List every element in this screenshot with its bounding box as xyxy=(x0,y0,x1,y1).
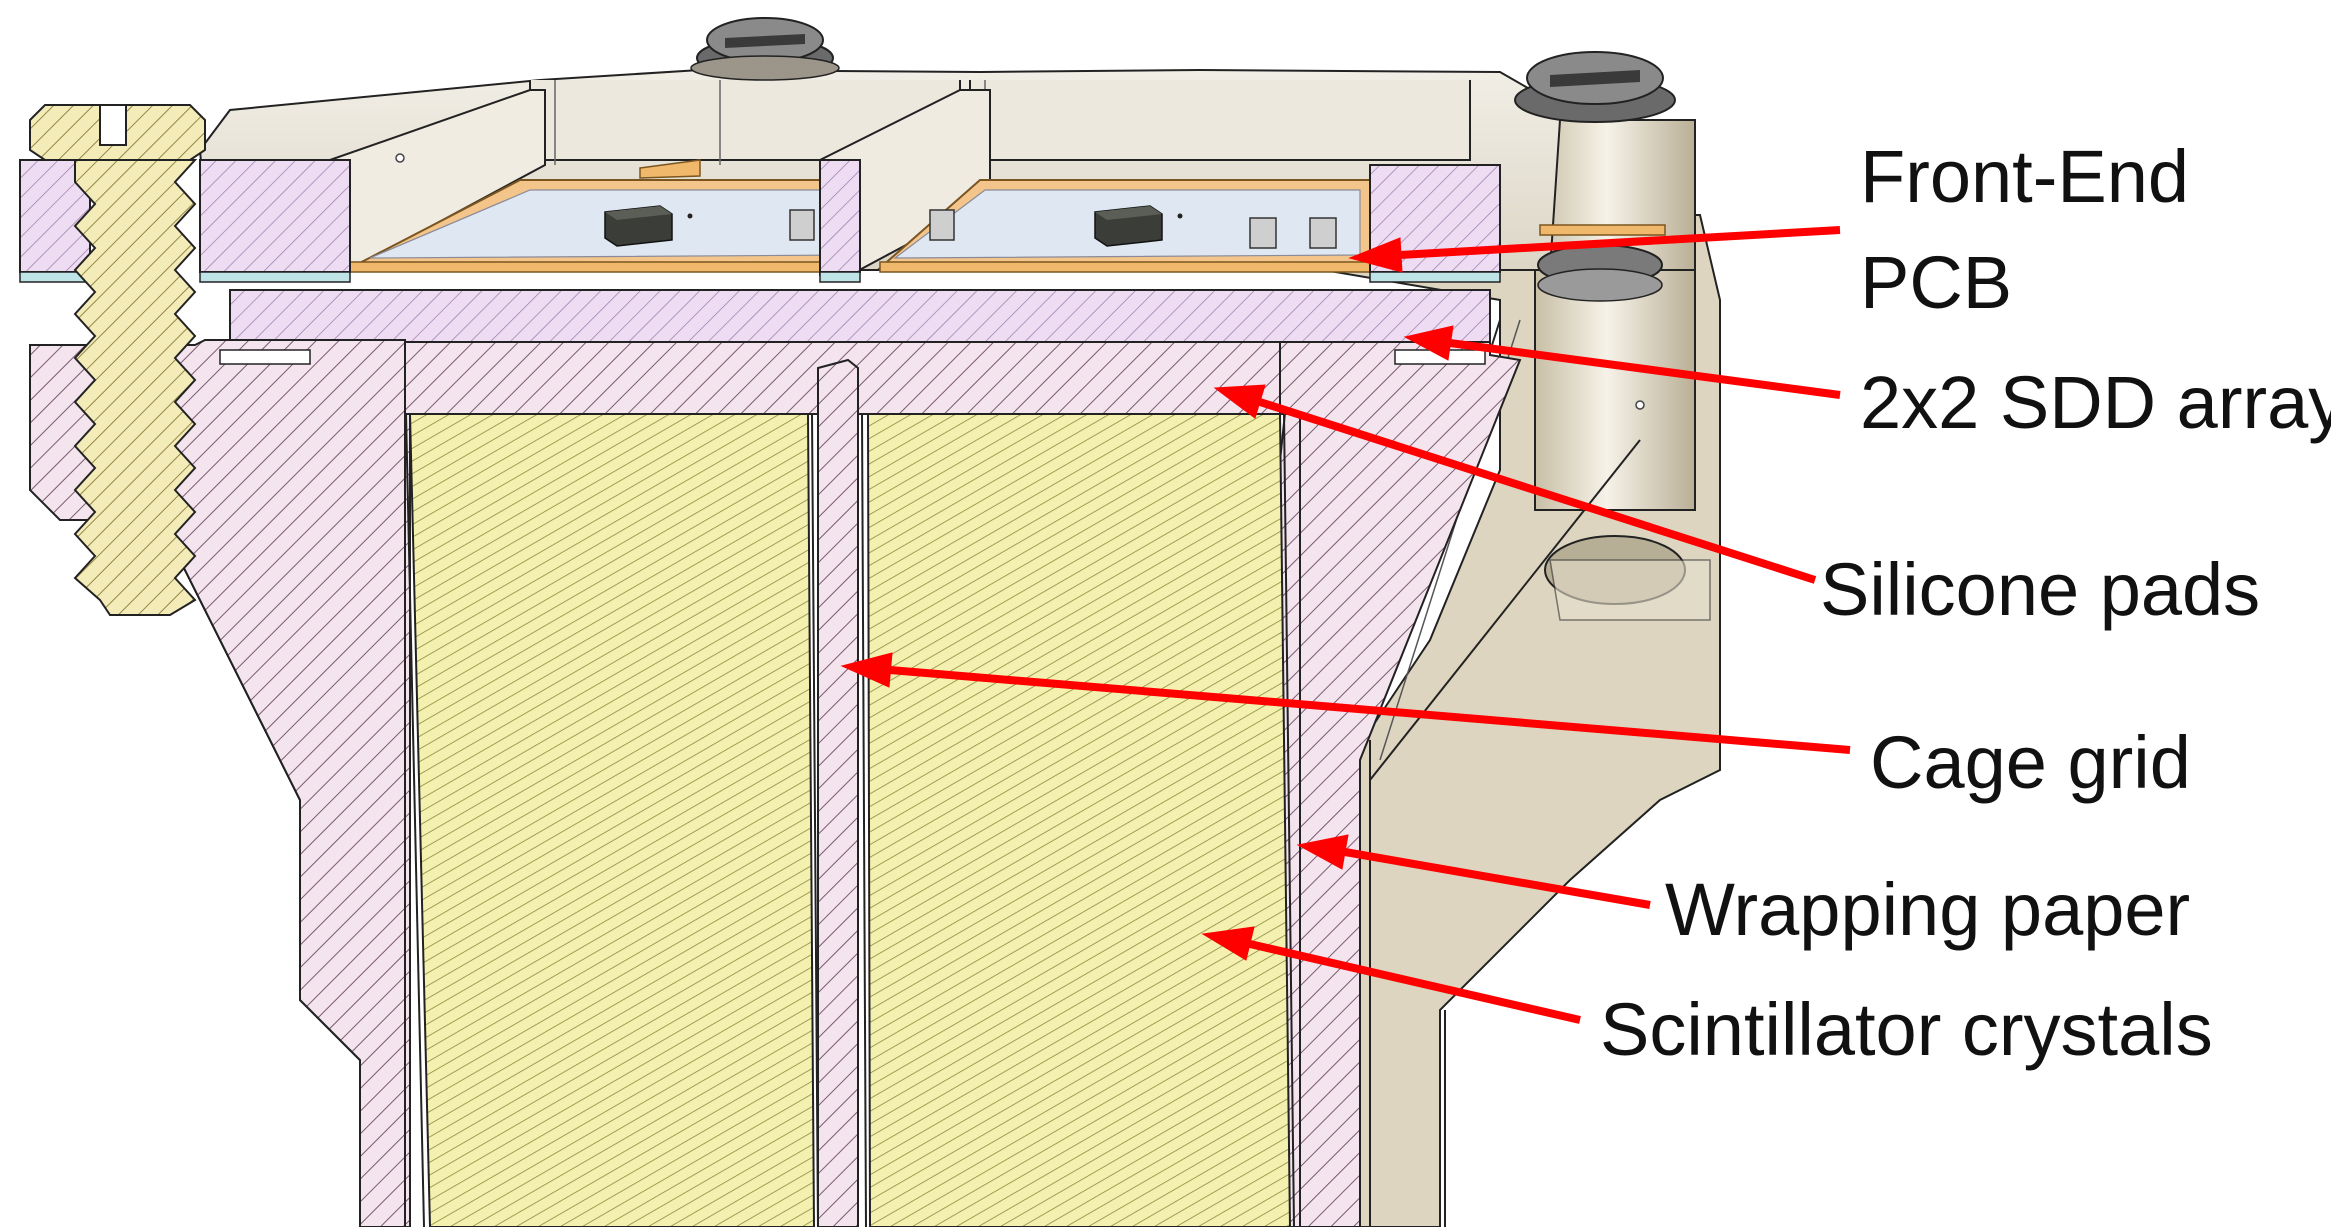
arrow-front-end-pcb xyxy=(1348,226,1841,273)
chip-icon xyxy=(1094,205,1183,247)
label-front-end-pcb-line1: Front-End xyxy=(1860,135,2189,218)
capacitor-icon xyxy=(789,209,1337,249)
arrow-wrapping-paper xyxy=(1296,834,1651,909)
arrow-sdd-array xyxy=(1403,325,1841,399)
scintillator-crystals xyxy=(405,413,1295,1227)
housing-section xyxy=(29,339,1522,1227)
arrow-silicone-pads xyxy=(1213,384,1817,584)
labels: Front-End PCB 2x2 SDD array Silicone pad… xyxy=(1600,135,2331,1071)
pan-head-screw-icon xyxy=(1514,51,1676,410)
hex-screw-icon xyxy=(29,104,206,616)
label-front-end-pcb-line2: PCB xyxy=(1860,241,2012,324)
cage-grid xyxy=(817,358,859,1227)
annotation-arrows xyxy=(840,226,1851,1024)
chip-icon xyxy=(604,205,693,247)
label-sdd-array: 2x2 SDD array xyxy=(1860,361,2331,444)
arrow-scintillator-crystals xyxy=(1201,926,1581,1024)
front-end-pcb xyxy=(349,159,1371,273)
arrow-cage-grid xyxy=(840,652,1851,754)
pan-head-screw-icon xyxy=(690,17,840,81)
label-silicone-pads: Silicone pads xyxy=(1820,548,2260,631)
label-scintillator-crystals: Scintillator crystals xyxy=(1600,988,2213,1071)
sdd-array-plate xyxy=(229,289,1491,343)
label-wrapping-paper: Wrapping paper xyxy=(1665,868,2190,951)
label-cage-grid: Cage grid xyxy=(1870,721,2191,804)
